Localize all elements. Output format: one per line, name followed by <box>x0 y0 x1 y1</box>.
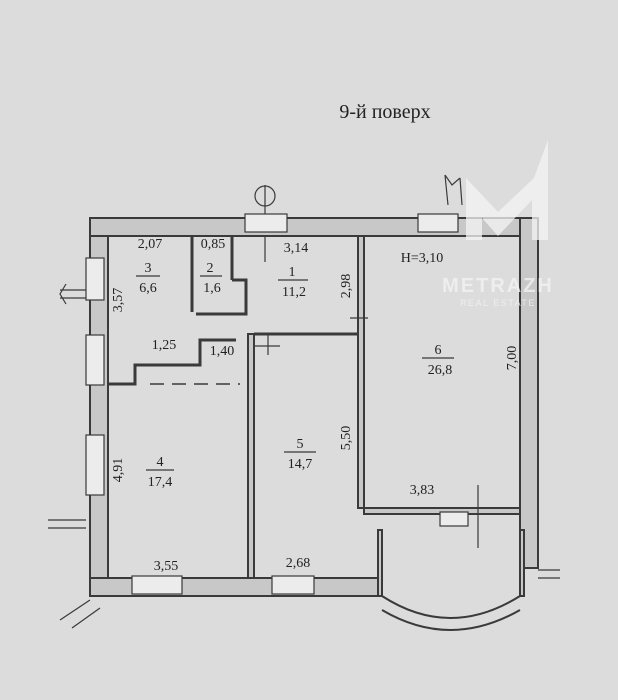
dim-bottom-room6: 3,83 <box>410 483 435 498</box>
interior-walls <box>108 235 521 579</box>
dim-room3-bottom: 1,25 <box>152 338 177 353</box>
room-area: 6,6 <box>139 281 157 296</box>
watermark-sub: REAL ESTATE <box>460 298 536 308</box>
room-area: 11,2 <box>282 285 306 300</box>
room-number: 2 <box>207 261 214 276</box>
ceiling-height: H=3,10 <box>401 251 444 266</box>
dim-room5-right: 5,50 <box>339 426 354 451</box>
room-5: 5 14,7 <box>284 437 316 472</box>
room-number: 4 <box>157 455 164 470</box>
room-1: 1 11,2 <box>278 265 308 300</box>
dim-top-room3: 2,07 <box>138 237 163 252</box>
floor-title: 9-й поверх <box>339 101 430 123</box>
dim-top-room1: 3,14 <box>284 241 309 256</box>
room-number: 1 <box>289 265 296 280</box>
balcony <box>377 511 525 631</box>
room-3: 3 6,6 <box>136 261 160 296</box>
room-area: 14,7 <box>288 457 313 472</box>
room-area: 26,8 <box>428 363 453 378</box>
dim-room6-right: 7,00 <box>505 346 520 371</box>
dim-left-room4: 4,91 <box>111 458 126 483</box>
room-4: 4 17,4 <box>146 455 174 490</box>
dim-room1-right: 2,98 <box>339 274 354 299</box>
outer-walls <box>48 174 560 629</box>
room-2: 2 1,6 <box>200 261 222 296</box>
dim-bottom-room5: 2,68 <box>286 556 311 571</box>
dim-corridor: 1,40 <box>210 344 235 359</box>
metrazh-logo-icon <box>466 140 548 240</box>
watermark-brand: METRAZH <box>442 275 554 297</box>
dim-top-room2: 0,85 <box>201 237 226 252</box>
room-number: 6 <box>435 343 442 358</box>
dim-bottom-room4: 3,55 <box>154 559 179 574</box>
room-number: 3 <box>145 261 152 276</box>
room-area: 17,4 <box>148 475 173 490</box>
room-area: 1,6 <box>203 281 221 296</box>
watermark: METRAZH REAL ESTATE <box>442 140 554 308</box>
room-6: 6 26,8 <box>422 343 454 378</box>
dim-left-room3: 3,57 <box>111 288 126 313</box>
room-number: 5 <box>297 437 304 452</box>
dimensions: 2,07 0,85 3,14 3,57 2,98 1,25 1,40 7,00 … <box>111 237 520 574</box>
